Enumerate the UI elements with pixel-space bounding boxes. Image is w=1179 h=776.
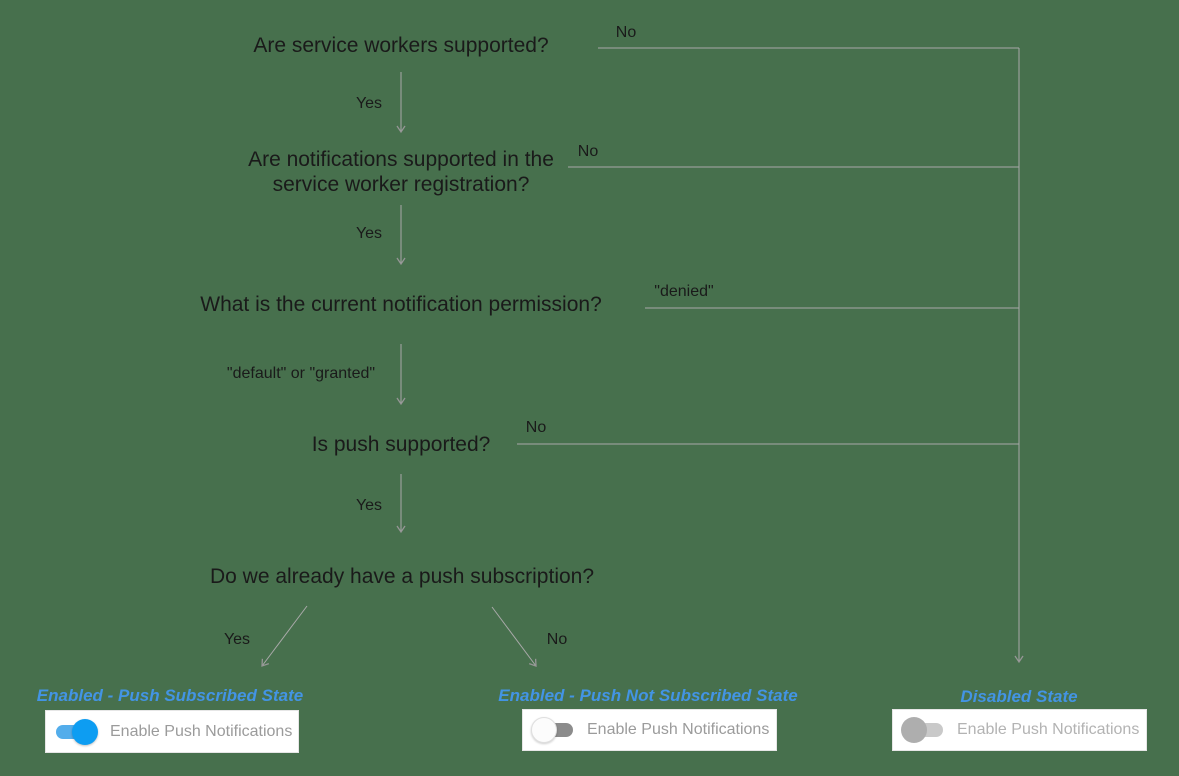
question-existing-push-subscription: Do we already have a push subscription? — [209, 565, 595, 588]
edge-label-q5-yes: Yes — [223, 631, 251, 648]
edge-label-q4-no: No — [525, 419, 547, 436]
state-title-disabled: Disabled State — [960, 687, 1078, 706]
question-push-supported: Is push supported? — [311, 433, 491, 456]
push-toggle-card-not-subscribed: Enable Push Notifications — [522, 709, 777, 751]
edge-label-q1-no: No — [615, 24, 637, 41]
edge-line-q5-yes — [261, 605, 308, 667]
push-toggle-label: Enable Push Notifications — [587, 721, 770, 738]
edge-label-q2-no: No — [577, 143, 599, 160]
push-toggle-switch-off[interactable] — [531, 717, 575, 743]
push-toggle-switch-on[interactable] — [54, 718, 98, 745]
toggle-knob — [72, 718, 98, 745]
edge-label-q2-yes: Yes — [355, 225, 383, 242]
edge-line-q5-no — [491, 606, 537, 667]
state-title-enabled-push-subscribed: Enabled - Push Subscribed State — [36, 686, 304, 705]
question-notification-permission: What is the current notification permiss… — [200, 293, 602, 316]
question-service-workers-supported: Are service workers supported? — [253, 34, 549, 57]
push-toggle-card-subscribed: Enable Push Notifications — [45, 710, 299, 753]
push-toggle-card-disabled: Enable Push Notifications — [892, 709, 1147, 751]
toggle-knob — [901, 717, 927, 743]
edge-label-q4-yes: Yes — [355, 497, 383, 514]
edge-label-q1-yes: Yes — [355, 95, 383, 112]
push-toggle-label: Enable Push Notifications — [957, 721, 1140, 738]
edge-label-q3-default-or-granted: "default" or "granted" — [226, 365, 376, 382]
toggle-knob — [531, 717, 557, 743]
push-toggle-switch-disabled — [901, 717, 945, 743]
edge-label-q3-denied: "denied" — [654, 283, 714, 300]
state-title-enabled-push-not-subscribed: Enabled - Push Not Subscribed State — [498, 686, 798, 705]
question-notifications-supported: Are notifications supported in the servi… — [248, 148, 554, 196]
push-toggle-label: Enable Push Notifications — [110, 722, 293, 740]
edge-label-q5-no: No — [546, 631, 568, 648]
